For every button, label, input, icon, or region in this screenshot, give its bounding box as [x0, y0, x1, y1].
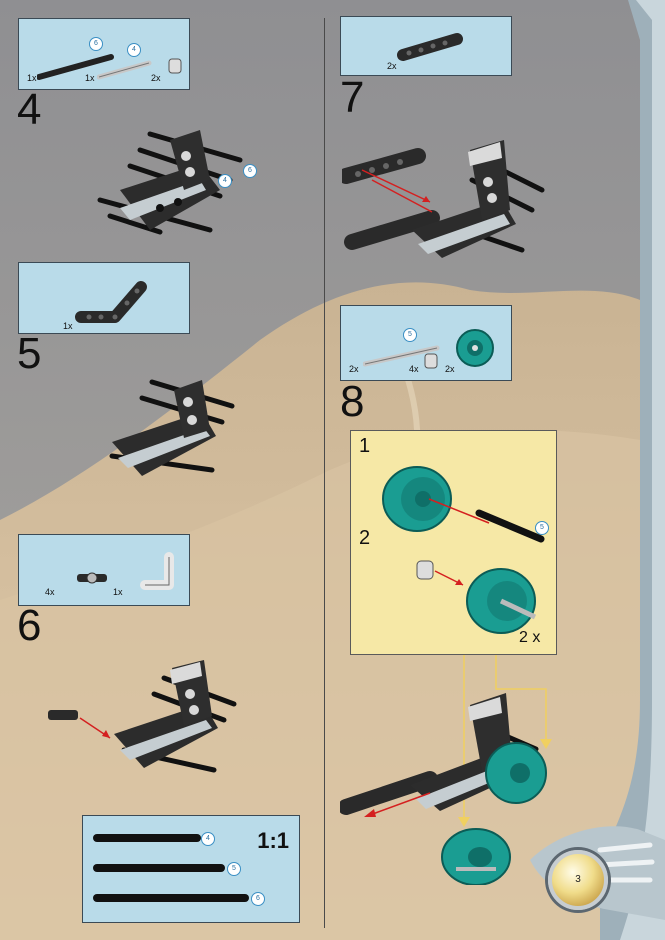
step-8-axle-icon — [363, 345, 440, 367]
step-6-model — [48, 660, 237, 773]
scale-callout-6: 6 — [251, 892, 265, 906]
step-4-qty-bush: 2x — [151, 73, 161, 83]
step-8-qty-axle: 2x — [349, 364, 359, 374]
scale-axle-6-icon — [93, 894, 249, 902]
scale-axle-5-icon — [93, 864, 225, 872]
step-6-parts-panel: 4x 1x — [18, 534, 190, 606]
scale-callout-5: 5 — [227, 862, 241, 876]
axle-4-icon — [97, 60, 152, 80]
step-5-number: 5 — [17, 329, 42, 378]
step-7-number: 7 — [340, 73, 365, 122]
step-5-qty-bent-beam: 1x — [63, 321, 73, 331]
step-4-qty-axle-6: 1x — [27, 73, 37, 83]
step-7-model — [342, 140, 545, 258]
substep-2-wheel — [416, 560, 537, 634]
step-4-callout-4: 4 — [127, 43, 141, 57]
pin-connector-icon — [77, 572, 107, 584]
step-4-model-callout-6: 6 — [243, 164, 257, 178]
step-6-qty-pin: 4x — [45, 587, 55, 597]
step-6-qty-l-beam: 1x — [113, 587, 123, 597]
substep-1-wheel — [382, 466, 545, 543]
step-7-qty-beam: 2x — [387, 61, 397, 71]
column-divider — [324, 18, 325, 928]
beam-5-icon — [397, 33, 463, 61]
scale-callout-4: 4 — [201, 832, 215, 846]
step-8-qty-bush: 4x — [409, 364, 419, 374]
step-4-qty-axle-4: 1x — [85, 73, 95, 83]
wheel-substep-panel: 1 2 5 2 x — [350, 430, 557, 655]
step-6-number: 6 — [17, 601, 42, 650]
bush-icon — [168, 58, 182, 74]
substep-callout-5: 5 — [535, 521, 549, 535]
axle-6-icon — [37, 54, 114, 80]
step-8-callout-5: 5 — [403, 328, 417, 342]
bent-beam-icon — [75, 281, 147, 323]
l-beam-icon — [140, 552, 174, 590]
substep-1-label: 1 — [359, 435, 371, 457]
step-8-wheel-icon — [456, 329, 494, 367]
page-number-badge: 3 — [548, 850, 608, 910]
substep-2-label: 2 — [359, 527, 371, 549]
step-7-parts-panel: 2x — [340, 16, 512, 76]
step-8-parts-panel: 2x 4x 2x 5 — [340, 305, 512, 381]
step-4-number: 4 — [17, 85, 42, 134]
step-4-model-callout-4: 4 — [218, 174, 232, 188]
step-4-callout-6: 6 — [89, 37, 103, 51]
scale-panel: 1:1 4 5 6 — [82, 815, 300, 923]
step-8-bush-icon — [424, 353, 438, 369]
step-5-model — [109, 379, 235, 476]
scale-title: 1:1 — [257, 828, 289, 853]
step-8-model — [340, 655, 552, 885]
page-number: 3 — [575, 874, 581, 885]
substep-multiplier: 2 x — [519, 629, 541, 646]
step-4-model — [97, 130, 243, 235]
step-4-parts-panel: 1x 1x 2x 6 4 — [18, 18, 190, 90]
step-8-number: 8 — [340, 377, 365, 426]
step-8-qty-wheel: 2x — [445, 364, 455, 374]
scale-axle-4-icon — [93, 834, 201, 842]
step-5-parts-panel: 1x — [18, 262, 190, 334]
